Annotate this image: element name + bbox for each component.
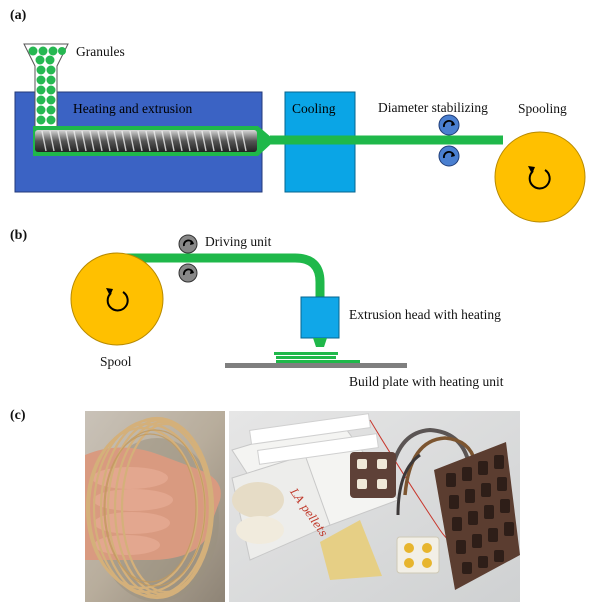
- extrusion-head: [300, 296, 340, 339]
- extrusion-screw: [35, 130, 257, 152]
- panel-label-a: (a): [10, 8, 27, 23]
- granules-label: Granules: [76, 44, 125, 59]
- spool-reel: [70, 252, 164, 346]
- build-plate-label: Build plate with heating unit: [349, 374, 504, 389]
- spool-label: Spool: [100, 354, 132, 369]
- granules-icon: [28, 46, 66, 125]
- extrusion-head-label: Extrusion head with heating: [349, 307, 501, 322]
- panel-label-b: (b): [10, 228, 28, 243]
- driving-roller-bottom-icon: [178, 263, 198, 283]
- roller-top-icon: [438, 114, 460, 136]
- filament-spool-photo: [85, 411, 225, 602]
- extrusion-nozzle: [313, 338, 327, 347]
- build-plate: [225, 363, 407, 368]
- driving-unit-label: Driving unit: [205, 234, 272, 249]
- pellets-and-parts-photo: [229, 411, 520, 602]
- cooling-label: Cooling: [292, 101, 336, 116]
- diameter-stabilizing-label: Diameter stabilizing: [378, 100, 488, 115]
- driving-roller-top-icon: [178, 234, 198, 254]
- panel-label-c: (c): [10, 408, 26, 423]
- spooling-reel: [494, 131, 586, 223]
- heating-extrusion-label: Heating and extrusion: [73, 101, 193, 116]
- printed-part: [274, 352, 360, 363]
- filament-line-b: [117, 253, 325, 298]
- roller-bottom-icon: [438, 145, 460, 167]
- spooling-label: Spooling: [518, 101, 567, 116]
